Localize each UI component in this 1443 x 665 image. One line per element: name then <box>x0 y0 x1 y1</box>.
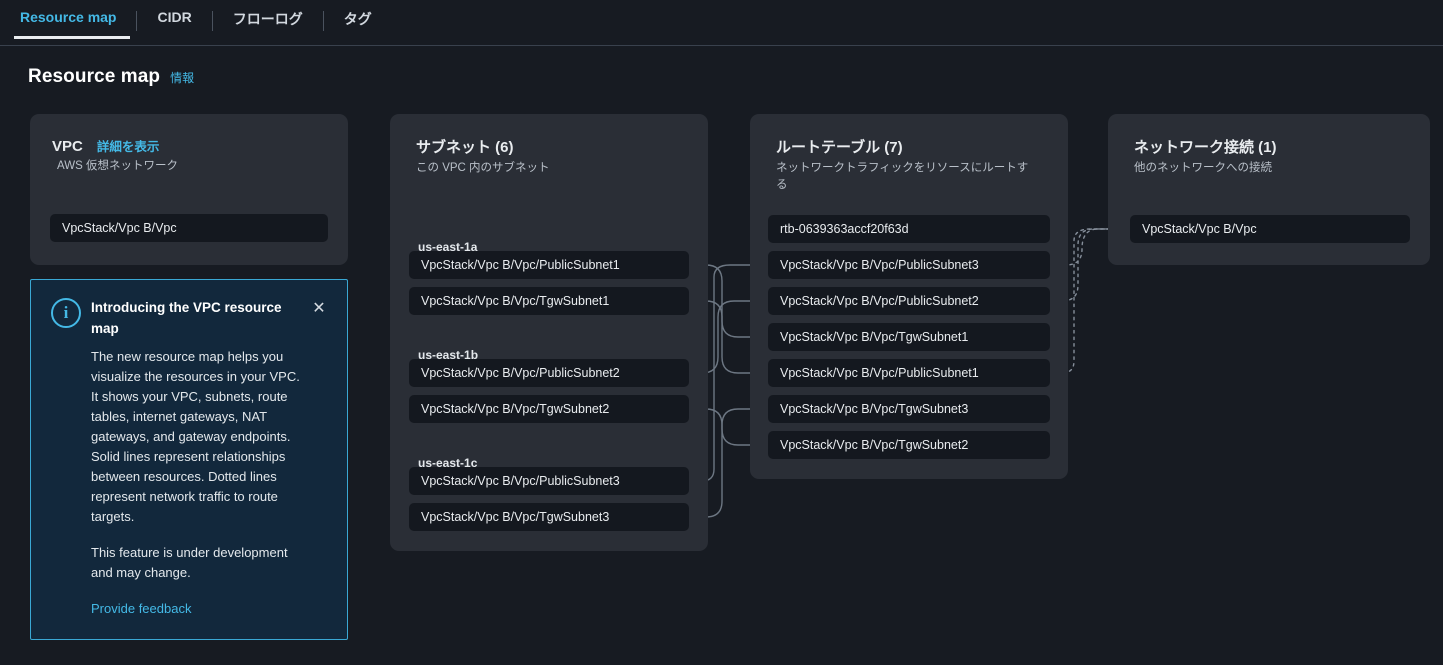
panel-route-tables-subtitle: ネットワークトラフィックをリソースにルートする <box>776 162 1029 191</box>
panel-subnets-title: サブネット (6) <box>416 139 514 156</box>
node-label: VpcStack/Vpc B/Vpc <box>62 221 177 235</box>
panel-vpc-title: VPC <box>52 138 83 155</box>
node-label: rtb-0639363accf20f63d <box>780 222 909 236</box>
az-label-us-east-1c: us-east-1c <box>418 456 478 470</box>
tab-label: Resource map <box>20 9 117 25</box>
panel-route-tables: ルートテーブル (7) ネットワークトラフィックをリソースにルートする rtb-… <box>750 114 1068 479</box>
panel-network-connections: ネットワーク接続 (1) 他のネットワークへの接続 VpcStack/Vpc B… <box>1108 114 1430 265</box>
node-label: VpcStack/Vpc B/Vpc/PublicSubnet3 <box>421 474 620 488</box>
node-vpc[interactable]: VpcStack/Vpc B/Vpc <box>50 214 328 242</box>
close-icon[interactable]: ✕ <box>312 300 326 317</box>
az-label-us-east-1a: us-east-1a <box>418 240 478 254</box>
info-icon: i <box>51 298 81 328</box>
page-title: Resource map <box>28 66 161 87</box>
node-label: VpcStack/Vpc B/Vpc/TgwSubnet1 <box>421 294 610 308</box>
panel-subnets: サブネット (6) この VPC 内のサブネット us-east-1a VpcS… <box>390 114 708 551</box>
tab-label: フローログ <box>232 11 303 27</box>
tab-divider <box>211 11 213 31</box>
panel-vpc-subtitle: AWS 仮想ネットワーク <box>57 160 178 172</box>
tab-bar: Resource map CIDR フローログ タグ <box>0 0 1443 46</box>
node-route-table-0[interactable]: rtb-0639363accf20f63d <box>768 215 1050 243</box>
node-label: VpcStack/Vpc B/Vpc/TgwSubnet3 <box>780 402 969 416</box>
panel-vpc: VPC 詳細を表示 AWS 仮想ネットワーク VpcStack/Vpc B/Vp… <box>30 114 348 265</box>
node-subnet-tgw-2[interactable]: VpcStack/Vpc B/Vpc/TgwSubnet2 <box>409 395 689 423</box>
panel-network-connections-title: ネットワーク接続 (1) <box>1134 139 1277 156</box>
info-link[interactable]: 情報 <box>170 71 195 85</box>
node-route-table-4[interactable]: VpcStack/Vpc B/Vpc/PublicSubnet1 <box>768 359 1050 387</box>
tab-divider <box>322 11 324 31</box>
node-label: VpcStack/Vpc B/Vpc/PublicSubnet3 <box>780 258 979 272</box>
vpc-details-link[interactable]: 詳細を表示 <box>96 140 160 154</box>
node-route-table-3[interactable]: VpcStack/Vpc B/Vpc/TgwSubnet1 <box>768 323 1050 351</box>
node-label: VpcStack/Vpc B/Vpc/PublicSubnet1 <box>421 258 620 272</box>
node-route-table-2[interactable]: VpcStack/Vpc B/Vpc/PublicSubnet2 <box>768 287 1050 315</box>
provide-feedback-link[interactable]: Provide feedback <box>91 601 192 617</box>
node-subnet-tgw-3[interactable]: VpcStack/Vpc B/Vpc/TgwSubnet3 <box>409 503 689 531</box>
tab-cidr[interactable]: CIDR <box>137 0 211 39</box>
page-title-row: Resource map 情報 <box>28 66 194 88</box>
node-route-table-6[interactable]: VpcStack/Vpc B/Vpc/TgwSubnet2 <box>768 431 1050 459</box>
tab-resource-map[interactable]: Resource map <box>0 0 136 39</box>
node-subnet-public-2[interactable]: VpcStack/Vpc B/Vpc/PublicSubnet2 <box>409 359 689 387</box>
node-route-table-1[interactable]: VpcStack/Vpc B/Vpc/PublicSubnet3 <box>768 251 1050 279</box>
callout-paragraph-2: This feature is under development and ma… <box>91 545 288 581</box>
node-network-connection-0[interactable]: VpcStack/Vpc B/Vpc <box>1130 215 1410 243</box>
tab-divider <box>136 11 138 31</box>
tab-label: タグ <box>343 11 372 27</box>
az-label-us-east-1b: us-east-1b <box>418 348 479 362</box>
callout-title: Introducing the VPC resource map <box>91 300 282 336</box>
panel-subnets-subtitle: この VPC 内のサブネット <box>416 162 550 174</box>
tab-tags[interactable]: タグ <box>324 0 392 43</box>
node-subnet-public-1[interactable]: VpcStack/Vpc B/Vpc/PublicSubnet1 <box>409 251 689 279</box>
info-callout: i Introducing the VPC resource map ✕ The… <box>30 279 348 640</box>
node-label: VpcStack/Vpc B/Vpc/PublicSubnet2 <box>421 366 620 380</box>
node-label: VpcStack/Vpc B/Vpc <box>1142 222 1257 236</box>
panel-route-tables-header: ルートテーブル (7) ネットワークトラフィックをリソースにルートする <box>750 114 1068 193</box>
node-label: VpcStack/Vpc B/Vpc/TgwSubnet1 <box>780 330 969 344</box>
node-label: VpcStack/Vpc B/Vpc/TgwSubnet2 <box>780 438 969 452</box>
node-subnet-public-3[interactable]: VpcStack/Vpc B/Vpc/PublicSubnet3 <box>409 467 689 495</box>
panel-vpc-header: VPC 詳細を表示 AWS 仮想ネットワーク <box>30 114 348 175</box>
node-label: VpcStack/Vpc B/Vpc/PublicSubnet2 <box>780 294 979 308</box>
node-label: VpcStack/Vpc B/Vpc/PublicSubnet1 <box>780 366 979 380</box>
panel-network-connections-header: ネットワーク接続 (1) 他のネットワークへの接続 <box>1108 114 1430 177</box>
tab-label: CIDR <box>157 9 192 25</box>
node-label: VpcStack/Vpc B/Vpc/TgwSubnet3 <box>421 510 610 524</box>
callout-paragraph-1: The new resource map helps you visualize… <box>91 349 300 525</box>
node-route-table-5[interactable]: VpcStack/Vpc B/Vpc/TgwSubnet3 <box>768 395 1050 423</box>
node-subnet-tgw-1[interactable]: VpcStack/Vpc B/Vpc/TgwSubnet1 <box>409 287 689 315</box>
node-label: VpcStack/Vpc B/Vpc/TgwSubnet2 <box>421 402 610 416</box>
tab-flow-logs[interactable]: フローログ <box>213 0 323 43</box>
callout-body: The new resource map helps you visualize… <box>91 347 301 619</box>
panel-network-connections-subtitle: 他のネットワークへの接続 <box>1134 162 1272 174</box>
panel-subnets-header: サブネット (6) この VPC 内のサブネット <box>390 114 708 177</box>
panel-route-tables-title: ルートテーブル (7) <box>776 139 903 156</box>
